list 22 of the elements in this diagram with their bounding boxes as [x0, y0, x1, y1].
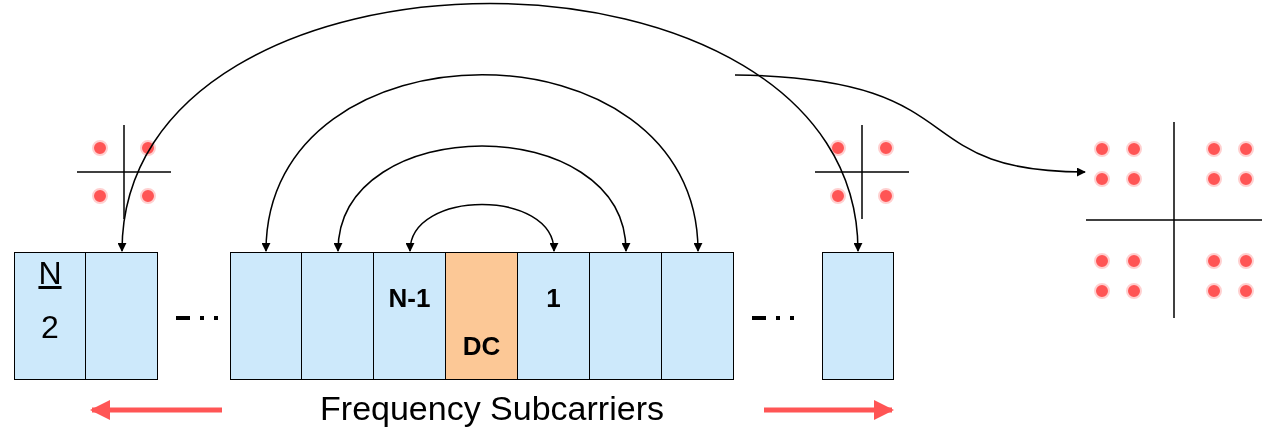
subcarrier-label: N: [38, 255, 62, 292]
arrow: [335, 145, 629, 252]
arrow: [734, 74, 1086, 177]
subcarrier-label: 1: [546, 283, 561, 314]
subcarrier-box: [14, 252, 86, 380]
subcarrier-box: [374, 252, 446, 380]
constellation-drawing: [1086, 122, 1262, 318]
arrow: [262, 74, 702, 252]
arrow: [407, 203, 557, 252]
subcarrier-label: N-1: [388, 283, 431, 314]
subcarrier-box: [590, 252, 662, 380]
subcarrier-box: [86, 252, 158, 380]
axis-caption: Frequency Subcarriers: [320, 389, 664, 428]
subcarrier-box: [662, 252, 734, 380]
subcarrier-box: [822, 252, 894, 380]
subcarrier-box: [302, 252, 374, 380]
subcarrier-label: DC: [462, 331, 501, 362]
subcarrier-box: [446, 252, 518, 380]
subcarrier-box: [230, 252, 302, 380]
arrow: [119, 2, 861, 252]
subcarrier-box: [518, 252, 590, 380]
subcarrier-label: 2: [41, 309, 59, 346]
